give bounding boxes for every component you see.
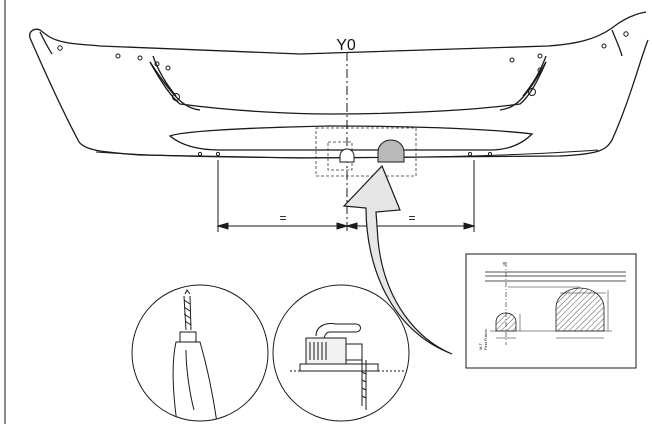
curved-arrow [342,164,453,355]
bumper-outline [29,11,649,159]
jigsaw-icon [272,284,410,422]
dimension-label-left: = [279,211,286,225]
axis-label: Y0 [336,37,356,54]
detail-axis-label: Y [502,262,506,268]
dimension-label-right: = [408,211,415,225]
detail-box [315,127,417,177]
detail-side-label: M.T.Find Fusion [478,329,488,350]
large-hole [377,139,405,163]
detail-inset: Y M.T.Find Fusion [465,253,637,369]
mounting-holes [57,31,629,157]
dimension-lines [216,160,476,232]
drill-bit-icon [131,284,269,422]
small-hole [339,148,355,163]
